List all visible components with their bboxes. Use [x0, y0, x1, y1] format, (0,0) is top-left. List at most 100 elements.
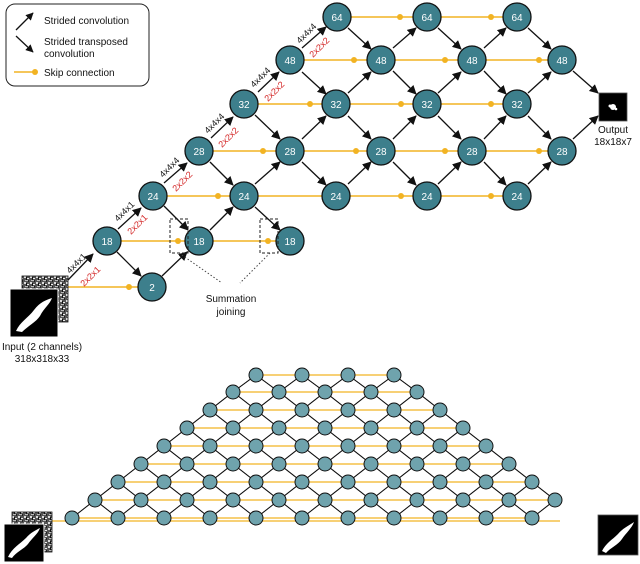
bottom-node	[455, 492, 471, 508]
stride-label-6: 2x2x2	[307, 35, 331, 59]
bottom-node	[501, 492, 517, 508]
stride-label-1: 2x2x1	[78, 264, 102, 288]
bottom-node	[478, 510, 494, 526]
conv-edges	[67, 26, 599, 281]
bottom-node	[409, 420, 425, 436]
bottom-node	[248, 438, 264, 454]
node-24b: 24	[229, 181, 259, 211]
bottom-node	[294, 510, 310, 526]
svg-text:48: 48	[466, 56, 478, 67]
input-label-line2: 318x318x33	[15, 354, 70, 365]
node-2: 2	[137, 272, 167, 302]
svg-text:28: 28	[193, 147, 205, 158]
svg-text:64: 64	[421, 13, 433, 24]
bottom-input-image	[3, 511, 53, 563]
svg-text:24: 24	[511, 192, 523, 203]
bottom-node	[202, 402, 218, 418]
svg-text:28: 28	[375, 147, 387, 158]
node-48c: 48	[457, 45, 487, 75]
stride-label-2: 2x2x1	[125, 212, 149, 236]
bottom-node	[294, 367, 310, 383]
bottom-node	[179, 492, 195, 508]
bottom-node	[248, 367, 264, 383]
node-24e: 24	[502, 181, 532, 211]
bottom-node	[432, 510, 448, 526]
bottom-node	[202, 474, 218, 490]
bottom-node	[248, 510, 264, 526]
bottom-node	[432, 438, 448, 454]
svg-text:18: 18	[284, 237, 296, 248]
stride-label-3: 2x2x2	[170, 169, 194, 193]
bottom-node	[294, 474, 310, 490]
node-18c: 18	[275, 226, 305, 256]
bottom-node	[179, 420, 195, 436]
node-24c: 24	[321, 181, 351, 211]
svg-text:28: 28	[466, 147, 478, 158]
node-28b: 28	[275, 136, 305, 166]
svg-text:32: 32	[421, 100, 433, 111]
node-28d: 28	[457, 136, 487, 166]
node-48a: 48	[275, 45, 305, 75]
bottom-node	[271, 492, 287, 508]
bottom-node	[340, 438, 356, 454]
svg-text:32: 32	[238, 100, 250, 111]
summation-box-2	[259, 218, 279, 254]
node-32d: 32	[502, 89, 532, 119]
node-28e: 28	[547, 136, 577, 166]
node-28a: 28	[184, 136, 214, 166]
svg-text:32: 32	[330, 100, 342, 111]
svg-text:24: 24	[238, 192, 250, 203]
bottom-node	[501, 456, 517, 472]
bottom-node	[317, 420, 333, 436]
bottom-node	[317, 384, 333, 400]
bottom-node	[87, 492, 103, 508]
output-label-line1: Output	[598, 125, 628, 136]
node-48b: 48	[366, 45, 396, 75]
node-24a: 24	[138, 181, 168, 211]
bottom-node	[386, 367, 402, 383]
bottom-node	[156, 438, 172, 454]
node-28c: 28	[366, 136, 396, 166]
bottom-node	[156, 510, 172, 526]
bottom-node	[248, 402, 264, 418]
bottom-node	[386, 510, 402, 526]
svg-text:48: 48	[284, 56, 296, 67]
output-image	[598, 92, 628, 122]
bottom-node	[225, 492, 241, 508]
node-48d: 48	[547, 45, 577, 75]
bottom-node	[432, 402, 448, 418]
bottom-node	[363, 456, 379, 472]
bottom-network	[52, 367, 563, 526]
legend-strided-convolution: Strided convolution	[44, 16, 129, 27]
bottom-node	[225, 384, 241, 400]
kernel-label-6: 4x4x4	[294, 21, 318, 45]
bottom-node	[363, 420, 379, 436]
bottom-node	[110, 510, 126, 526]
kernel-label-2: 4x4x1	[112, 199, 136, 223]
bottom-node	[340, 474, 356, 490]
bottom-node	[386, 402, 402, 418]
node-64b: 64	[412, 2, 442, 32]
node-32b: 32	[321, 89, 351, 119]
legend-strided-transposed-line1: Strided transposed	[44, 37, 128, 48]
legend: Strided convolution Strided transposed c…	[5, 3, 150, 87]
legend-skip-connection: Skip connection	[44, 68, 115, 79]
output-label-line2: 18x18x7	[594, 137, 632, 148]
nodes: 18 2 24 18 28 24 18 32 28 24 48 32 28 64…	[92, 2, 577, 302]
bottom-node	[363, 384, 379, 400]
node-64a: 64	[322, 2, 352, 32]
bottom-output-image	[597, 514, 639, 556]
svg-text:24: 24	[421, 192, 433, 203]
svg-text:2: 2	[149, 283, 155, 294]
input-image	[9, 275, 69, 338]
bottom-node	[317, 492, 333, 508]
bottom-node	[156, 474, 172, 490]
svg-text:18: 18	[193, 237, 205, 248]
bottom-node	[294, 402, 310, 418]
svg-text:24: 24	[147, 192, 159, 203]
bottom-node	[409, 456, 425, 472]
bottom-node	[110, 474, 126, 490]
node-18a: 18	[92, 226, 122, 256]
summation-label-line2: joining	[216, 307, 246, 318]
